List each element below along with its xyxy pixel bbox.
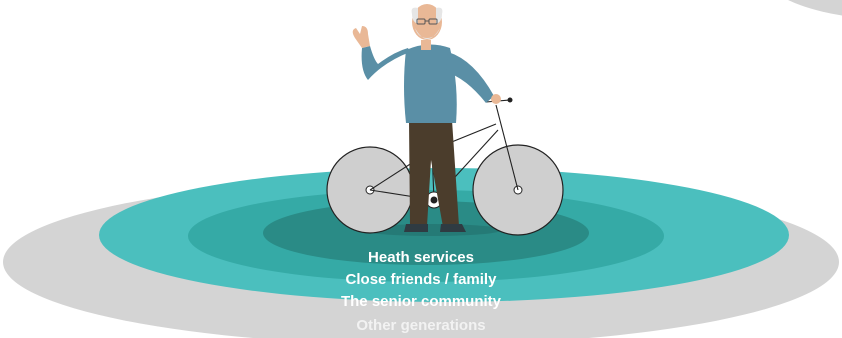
head: [412, 4, 442, 40]
right-hand: [491, 94, 501, 104]
shirt: [404, 44, 457, 123]
left-arm: [361, 46, 410, 80]
ring-label-health-services: Heath services: [368, 249, 474, 266]
right-arm: [446, 52, 494, 103]
ring-label-other-generations: Other generations: [356, 317, 486, 334]
ring-label-close-friends-family: Close friends / family: [345, 271, 497, 288]
right-shoe: [440, 224, 466, 232]
corner-decoration: [788, 0, 842, 16]
senior-man-with-bicycle: [326, 4, 564, 236]
trousers: [409, 120, 459, 227]
ring-label-senior-community: The senior community: [340, 293, 502, 310]
waving-hand: [352, 26, 370, 48]
left-shoe: [404, 224, 428, 232]
figure-shadow: [362, 224, 502, 236]
